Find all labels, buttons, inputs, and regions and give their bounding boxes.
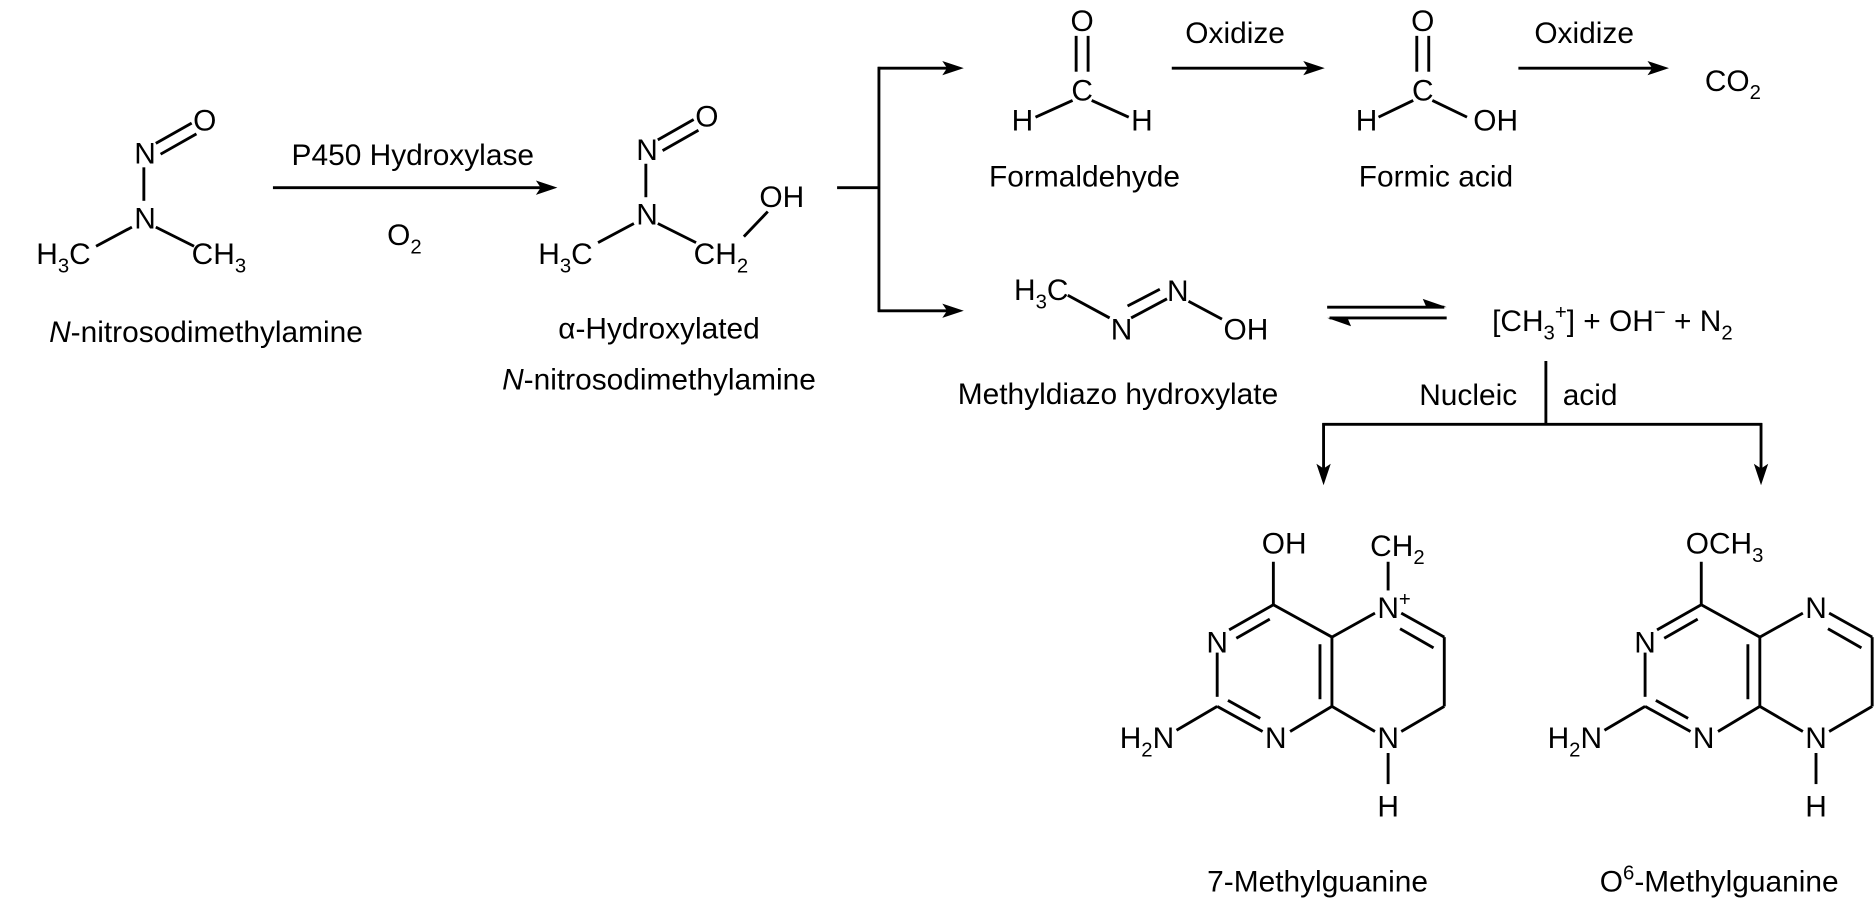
atom-o: O xyxy=(1411,5,1434,38)
atom-oh: OH xyxy=(759,181,804,214)
atom-h: H xyxy=(1356,104,1378,137)
atom-n: N xyxy=(1805,592,1827,625)
formaldehyde-name: Formaldehyde xyxy=(989,160,1180,193)
ndma-name: N-nitrosodimethylamine xyxy=(49,316,363,349)
atom-och3: OCH3 xyxy=(1686,527,1764,566)
atom-h: H xyxy=(1805,790,1827,823)
cofactor-label: O2 xyxy=(387,219,422,258)
atom-n: N xyxy=(134,202,156,235)
atom-o: O xyxy=(193,104,216,137)
atom-n: N xyxy=(1693,722,1715,755)
atom-n: N xyxy=(1167,275,1189,308)
atom-o: O xyxy=(1071,5,1094,38)
atom-n: N xyxy=(1206,627,1228,660)
ionization-products: [CH3+] + OH− + N2 xyxy=(1492,302,1733,344)
atom-n: N xyxy=(1377,722,1399,755)
atom-n: N xyxy=(134,138,156,171)
methyldiazo-structure: H3C N N OH Methyldiazo hydroxylate xyxy=(958,274,1279,411)
equilibrium-arrows xyxy=(1327,298,1447,327)
nucleic-label: Nucleic xyxy=(1419,379,1517,412)
oxidize-label: Oxidize xyxy=(1534,17,1634,50)
atom-n: N xyxy=(1111,313,1133,346)
acid-label: acid xyxy=(1563,379,1618,412)
atom-h3c: H3C xyxy=(1014,274,1068,313)
atom-c: C xyxy=(1071,74,1093,107)
hydroxylated-ndma-structure: O N N H3C CH2 OH α-Hydroxylated N-nitros… xyxy=(502,101,816,397)
atom-oh: OH xyxy=(1223,313,1268,346)
atom-n: N xyxy=(1634,627,1656,660)
formaldehyde-structure: O C H H Formaldehyde xyxy=(989,5,1180,193)
methyldiazo-name: Methyldiazo hydroxylate xyxy=(958,378,1279,411)
hydroxylation-arrow: P450 Hydroxylase O2 xyxy=(272,139,558,258)
7-methylguanine-structure: OH CH2 N+ N N N H H2N 7-Methylguanine xyxy=(1120,527,1446,899)
atom-oh: OH xyxy=(1473,104,1518,137)
atom-h: H xyxy=(1012,104,1034,137)
atom-n: N xyxy=(1805,722,1827,755)
branch-arrows xyxy=(837,60,964,318)
ndma-structure: O N N H3C CH3 N-nitrosodimethylamine xyxy=(36,104,363,349)
atom-n: N xyxy=(1265,722,1287,755)
atom-h3c: H3C xyxy=(538,238,592,277)
atom-ch2: CH2 xyxy=(694,238,748,277)
enzyme-label: P450 Hydroxylase xyxy=(292,139,534,172)
co2-label: CO2 xyxy=(1705,65,1761,104)
hydroxylated-name-line1: α-Hydroxylated xyxy=(558,312,760,345)
oxidize-label: Oxidize xyxy=(1185,17,1285,50)
atom-o: O xyxy=(695,101,718,134)
atom-h2n: H2N xyxy=(1548,722,1602,761)
formic-acid-structure: O C H OH Formic acid xyxy=(1356,5,1518,193)
o6-methylguanine-name: O6-Methylguanine xyxy=(1600,863,1839,899)
formic-acid-name: Formic acid xyxy=(1359,160,1513,193)
atom-ch3: CH3 xyxy=(192,238,246,277)
atom-c: C xyxy=(1412,74,1434,107)
oxidize-arrow-2: Oxidize xyxy=(1518,17,1669,76)
atom-h2n: H2N xyxy=(1120,722,1174,761)
atom-n-plus: N+ xyxy=(1377,589,1410,625)
hydroxylated-name-line2: N-nitrosodimethylamine xyxy=(502,364,816,397)
oxidize-arrow-1: Oxidize xyxy=(1171,17,1325,76)
atom-n: N xyxy=(636,199,658,232)
7-methylguanine-name: 7-Methylguanine xyxy=(1207,866,1428,899)
atom-h: H xyxy=(1131,104,1153,137)
atom-oh: OH xyxy=(1262,527,1307,560)
atom-n: N xyxy=(636,134,658,167)
atom-ch2: CH2 xyxy=(1370,530,1424,569)
atom-h3c: H3C xyxy=(36,238,90,277)
nucleic-acid-arrows: Nucleic acid xyxy=(1316,360,1769,486)
atom-h: H xyxy=(1377,790,1399,823)
o6-methylguanine-structure: OCH3 N N N N H H2N O6-Methylguanine xyxy=(1548,527,1874,899)
